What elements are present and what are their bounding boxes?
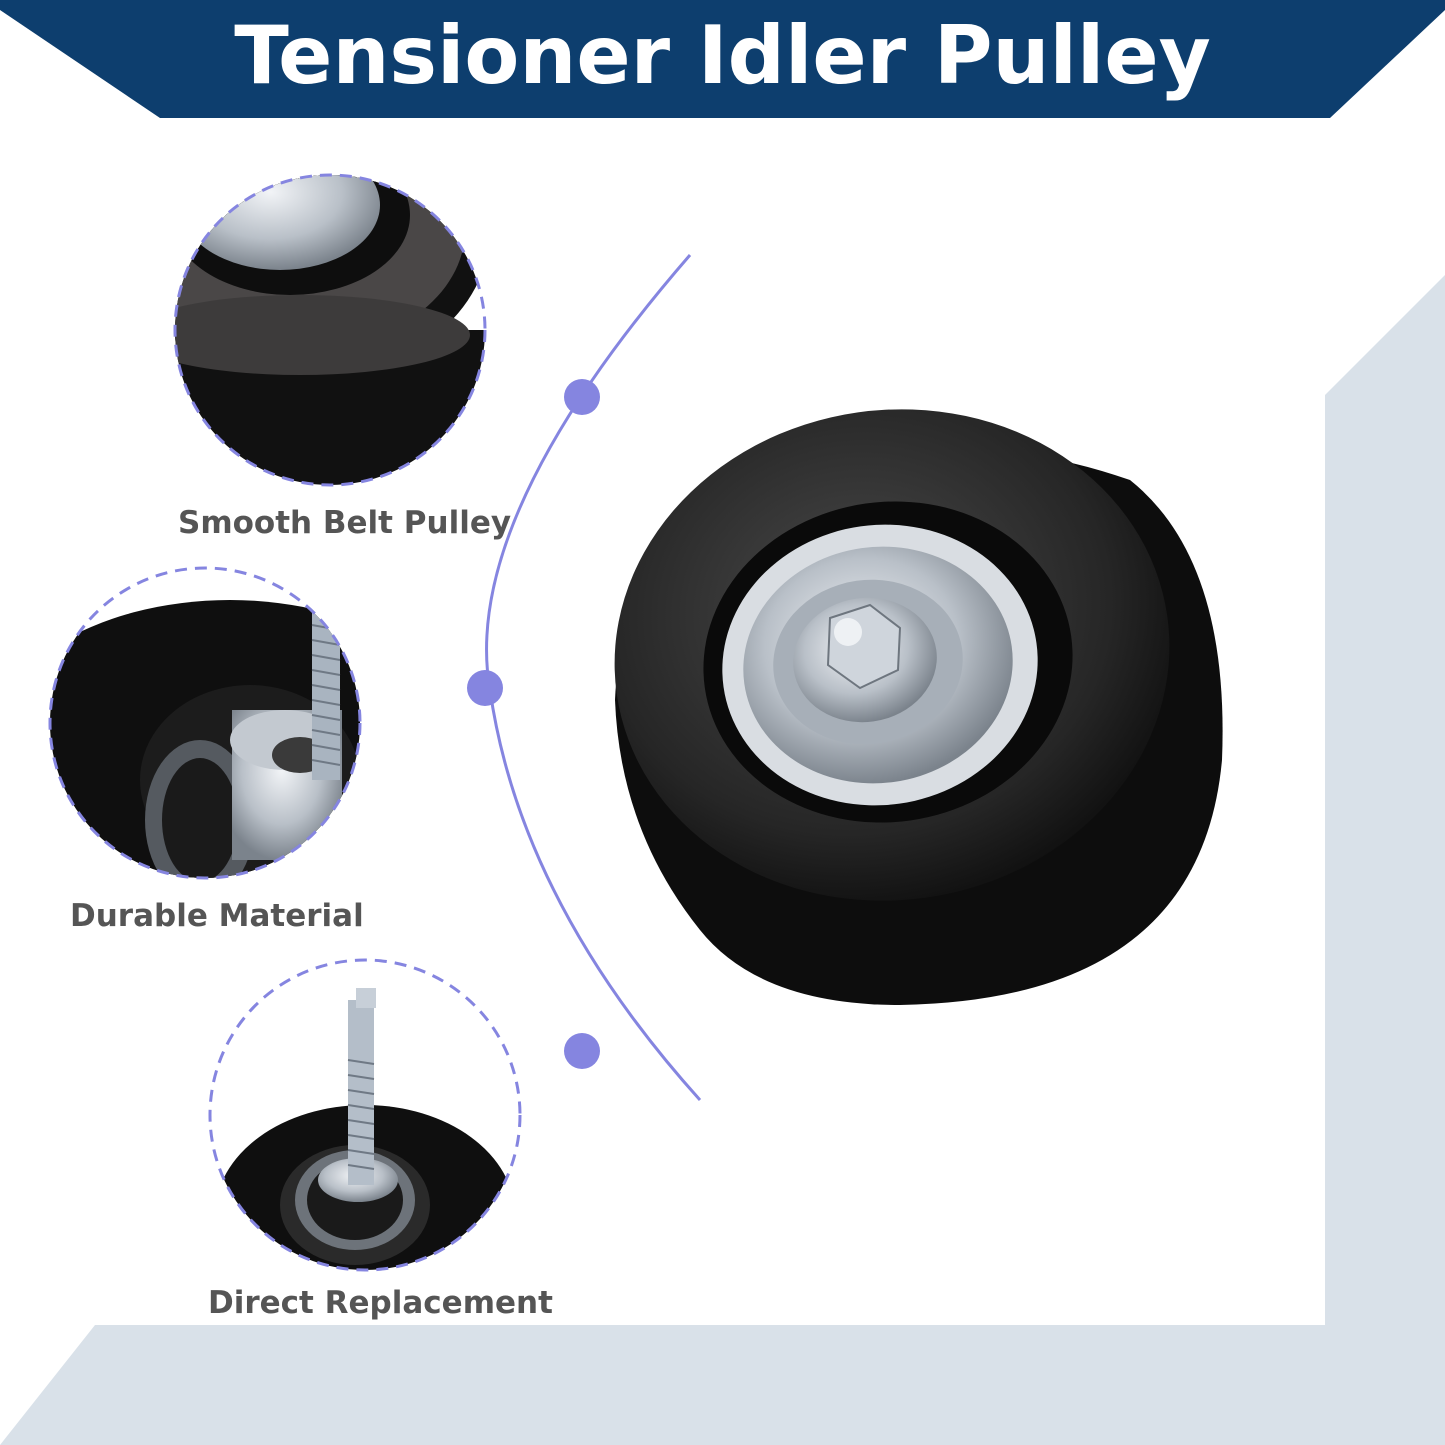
feature-label-smooth-belt: Smooth Belt Pulley: [178, 505, 512, 541]
feature-label-durable-material: Durable Material: [70, 898, 364, 934]
feature-label-direct-replacement: Direct Replacement: [208, 1285, 553, 1321]
title-banner: [0, 0, 1445, 118]
feature-image-smooth-belt: [173, 173, 487, 487]
feature-image-direct-replacement: [208, 958, 522, 1272]
feature-image-durable-material: [48, 566, 362, 880]
main-pulley-image: [614, 409, 1223, 1005]
connector-dot-3: [564, 1033, 600, 1069]
connector-dot-2: [467, 670, 503, 706]
page-title: Tensioner Idler Pulley: [234, 8, 1211, 102]
connector-dot-1: [564, 379, 600, 415]
